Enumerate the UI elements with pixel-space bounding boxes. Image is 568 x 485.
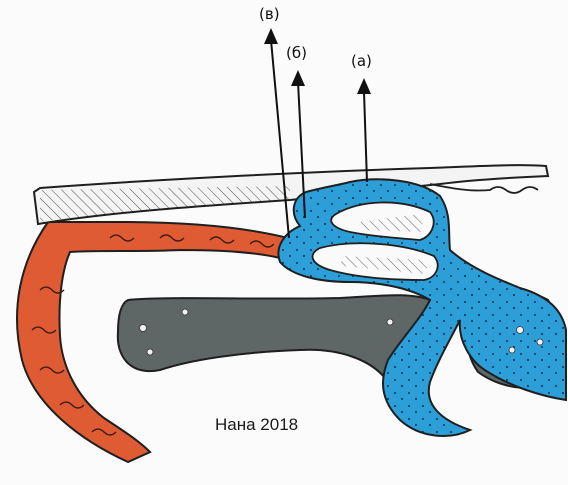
caption: Нана 2018 bbox=[215, 415, 298, 435]
arrow-a bbox=[357, 78, 371, 182]
arrow-v-icon bbox=[264, 28, 278, 44]
label-b: (б) bbox=[286, 46, 307, 61]
wavy-tail bbox=[430, 184, 538, 193]
label-a: (а) bbox=[351, 54, 372, 69]
label-v: (в) bbox=[259, 7, 280, 22]
arrow-a-icon bbox=[357, 78, 371, 94]
top-band-hatch bbox=[40, 186, 290, 222]
arrow-b-icon bbox=[291, 70, 305, 86]
